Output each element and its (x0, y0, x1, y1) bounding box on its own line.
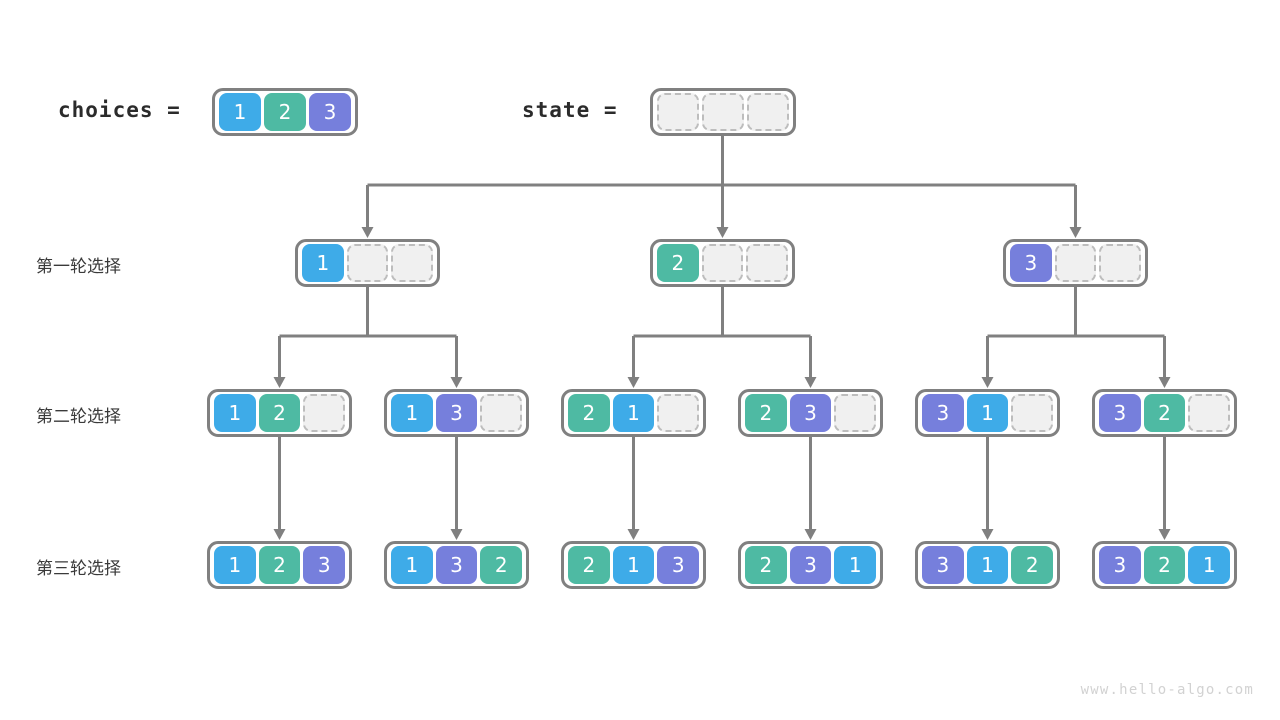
r2n3-slot-0: 2 (568, 394, 610, 432)
r3n6-slot-1: 2 (1143, 546, 1186, 584)
r3n5-slot-1: 1 (966, 546, 1009, 584)
state-slot-empty-0 (657, 93, 699, 131)
r1n2-slot-empty-1 (701, 244, 744, 282)
r2n1-slot-empty-2 (303, 394, 345, 432)
r2n2-slot-0: 1 (391, 394, 433, 432)
r3n2-slot-2: 2 (480, 546, 523, 584)
edge-r1-3-to-r2-b-head (1158, 377, 1171, 388)
r1n3-slot-empty-1 (1054, 244, 1097, 282)
r1n2-slot-0: 2 (657, 244, 699, 282)
choices-slot-0: 1 (219, 93, 261, 131)
choices-slot-2: 3 (309, 93, 351, 131)
edge-r2-2-to-r3-head (450, 529, 463, 540)
tree-node-r1-2: 2 (650, 239, 795, 287)
edge-r2-6-to-r3-head (1158, 529, 1171, 540)
tree-node-r1-1: 1 (295, 239, 440, 287)
r2n6-slot-empty-2 (1188, 394, 1230, 432)
r3n3-slot-2: 3 (657, 546, 700, 584)
r3n2-slot-1: 3 (435, 546, 478, 584)
r2n5-slot-1: 1 (966, 394, 1009, 432)
r2n1-slot-1: 2 (258, 394, 301, 432)
r3n4-slot-0: 2 (745, 546, 787, 584)
edge-r2-5-to-r3-head (981, 529, 994, 540)
r1n1-slot-0: 1 (302, 244, 344, 282)
tree-node-r1-3: 3 (1003, 239, 1148, 287)
r2n4-slot-empty-2 (834, 394, 876, 432)
r2n4-slot-1: 3 (789, 394, 832, 432)
r1n2-slot-empty-2 (746, 244, 788, 282)
edge-state-to-r1-2-head (716, 227, 729, 238)
r3n5-slot-0: 3 (922, 546, 964, 584)
r3n2-slot-0: 1 (391, 546, 433, 584)
state-label: state = (522, 98, 618, 122)
r3n6-slot-2: 1 (1188, 546, 1231, 584)
edge-r2-1-to-r3-head (273, 529, 286, 540)
r1n3-slot-0: 3 (1010, 244, 1052, 282)
r1n1-slot-empty-1 (346, 244, 389, 282)
r2n3-slot-empty-2 (657, 394, 699, 432)
edge-r2-3-to-r3-head (627, 529, 640, 540)
edge-r1-1-to-r2-b-head (450, 377, 463, 388)
r3n4-slot-1: 3 (789, 546, 832, 584)
edge-r2-4-to-r3-head (804, 529, 817, 540)
edge-state-to-r1-3-head (1069, 227, 1082, 238)
r3n1-slot-1: 2 (258, 546, 301, 584)
choices-label: choices = (58, 98, 181, 122)
edge-r1-3-to-r2-a-head (981, 377, 994, 388)
state-slot-empty-1 (702, 93, 744, 131)
edge-r1-2-to-r2-b-head (804, 377, 817, 388)
state-array (650, 88, 796, 136)
edge-state-to-r1-1-head (361, 227, 374, 238)
row-label-round-1: 第一轮选择 (36, 257, 121, 277)
r3n1-slot-0: 1 (214, 546, 256, 584)
r2n3-slot-1: 1 (612, 394, 655, 432)
r2n6-slot-1: 2 (1143, 394, 1186, 432)
r3n3-slot-1: 1 (612, 546, 655, 584)
r2n5-slot-0: 3 (922, 394, 964, 432)
state-slot-empty-2 (747, 93, 789, 131)
edge-r1-2-to-r2-a-head (627, 377, 640, 388)
r3n6-slot-0: 3 (1099, 546, 1141, 584)
row-label-round-3: 第三轮选择 (36, 559, 121, 579)
edge-r1-1-to-r2-a-head (273, 377, 286, 388)
r2n2-slot-1: 3 (435, 394, 478, 432)
choices-slot-1: 2 (264, 93, 306, 131)
r3n4-slot-2: 1 (834, 546, 877, 584)
row-label-round-2: 第二轮选择 (36, 407, 121, 427)
watermark: www.hello-algo.com (1080, 682, 1254, 698)
r3n5-slot-2: 2 (1011, 546, 1054, 584)
r3n1-slot-2: 3 (303, 546, 346, 584)
r2n6-slot-0: 3 (1099, 394, 1141, 432)
r2n1-slot-0: 1 (214, 394, 256, 432)
r2n5-slot-empty-2 (1011, 394, 1053, 432)
r2n4-slot-0: 2 (745, 394, 787, 432)
r2n2-slot-empty-2 (480, 394, 522, 432)
r1n1-slot-empty-2 (391, 244, 433, 282)
r1n3-slot-empty-2 (1099, 244, 1141, 282)
r3n3-slot-0: 2 (568, 546, 610, 584)
